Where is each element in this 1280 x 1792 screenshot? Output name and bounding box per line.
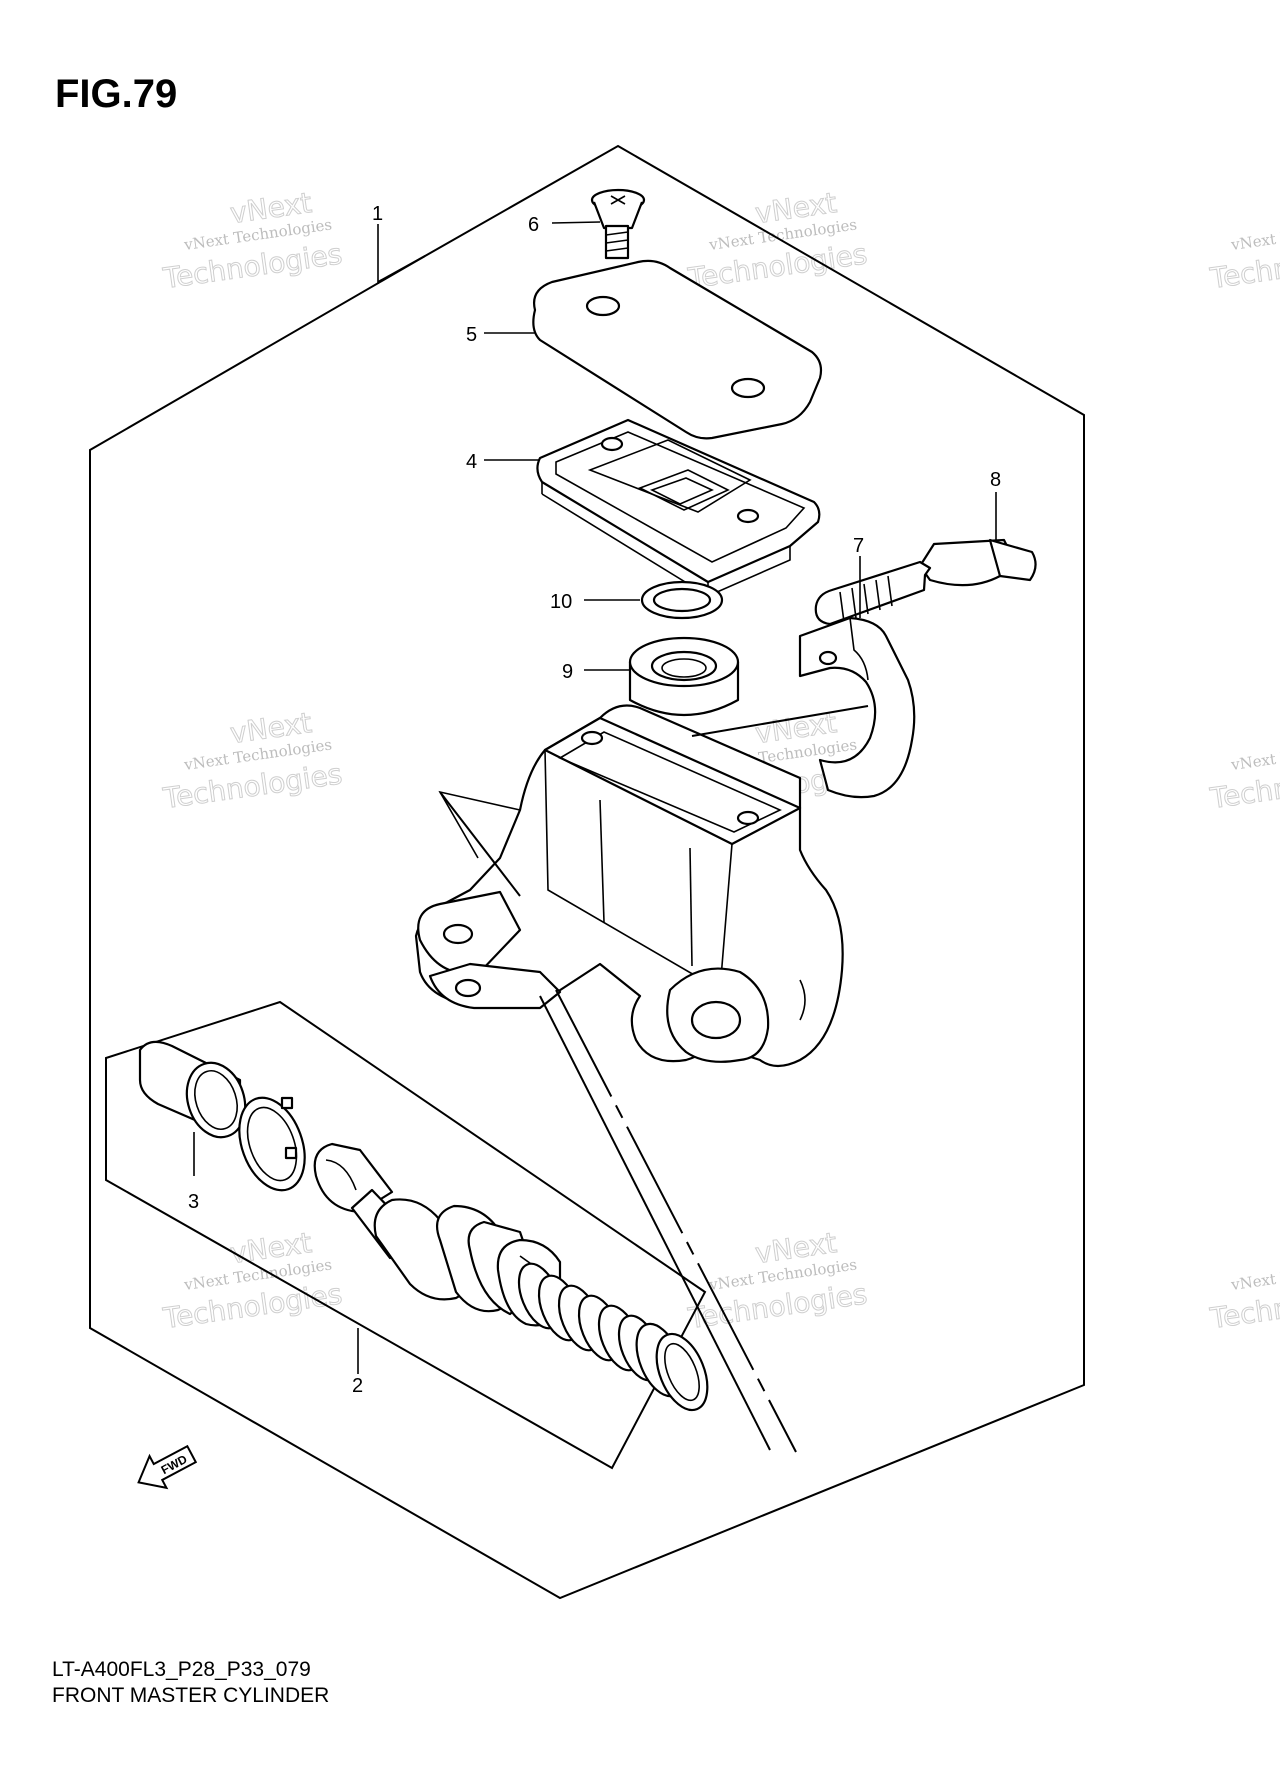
- callout-2: 2: [352, 1375, 363, 1397]
- assembly-outline: [89, 144, 1085, 1600]
- callout-4: 4: [466, 451, 477, 473]
- figure-title: FIG.79: [55, 72, 178, 116]
- circlip: [238, 1096, 306, 1192]
- watermark-text: vNext Technologies: [1229, 1255, 1280, 1294]
- cap-screw: [590, 188, 646, 260]
- callout-8: 8: [990, 469, 1001, 491]
- diagram-name: FRONT MASTER CYLINDER: [52, 1684, 330, 1707]
- forward-direction-badge: FWD: [137, 1444, 198, 1490]
- alignment-guide-line: [691, 705, 869, 737]
- dust-boot: [138, 1040, 247, 1139]
- callout-9: 9: [562, 661, 573, 683]
- callout-10: 10: [550, 591, 572, 613]
- watermark-text: vNext Technologies: [1229, 735, 1280, 774]
- o-ring: [640, 580, 724, 620]
- clamp-bolt: [814, 538, 1037, 626]
- master-cylinder-body: [414, 704, 844, 1068]
- watermark-text: vNext Technologies: [1229, 215, 1280, 254]
- alignment-guide-line: [439, 791, 521, 897]
- callout-7: 7: [853, 535, 864, 557]
- callout-1: 1: [372, 203, 383, 225]
- reservoir-cap: [532, 259, 823, 440]
- handlebar-clamp: [798, 616, 916, 799]
- callout-5: 5: [466, 324, 477, 346]
- return-spring: [517, 1262, 709, 1412]
- alignment-guide-line: [539, 995, 771, 1451]
- diaphragm-plate: [536, 418, 821, 597]
- reservoir-boot: [628, 636, 740, 716]
- diagram-code: LT-A400FL3_P28_P33_079: [52, 1658, 311, 1681]
- callout-3: 3: [188, 1191, 199, 1213]
- callout-leaders: [193, 221, 997, 1374]
- assembly-outline-gap: [377, 255, 426, 283]
- alignment-guide-line: [555, 989, 797, 1453]
- callout-6: 6: [528, 214, 539, 236]
